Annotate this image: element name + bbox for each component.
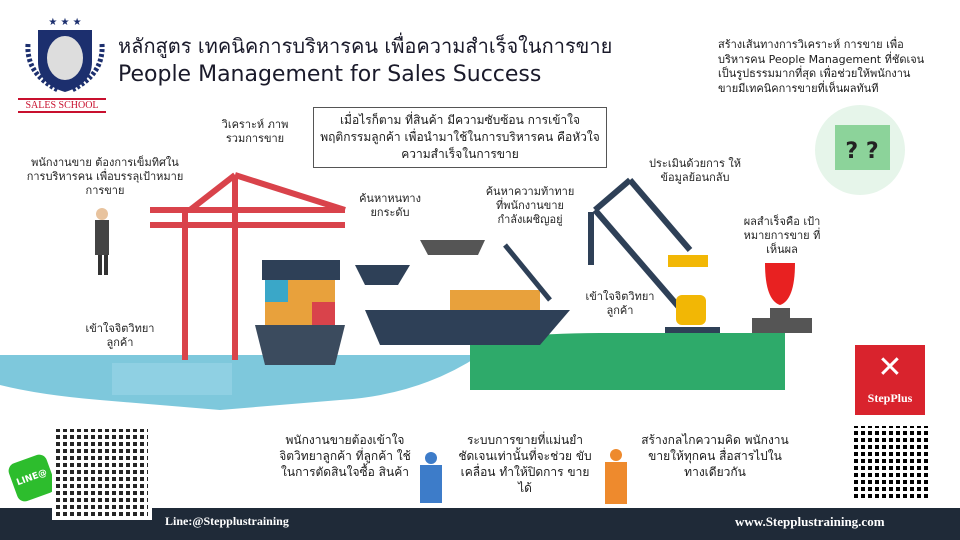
orange-person-icon [605,449,627,504]
label-analyze: วิเคราะห์ ภาพรวมการขาย [221,118,289,145]
label-understand-left: เข้าใจจิตวิทยา ลูกค้า [85,322,155,349]
website-qr-code[interactable] [850,422,932,502]
title-thai: หลักสูตร เทคนิคการบริหารคน เพื่อความสำเร… [118,34,613,58]
footer-line-id[interactable]: Line:@Stepplustraining [165,514,289,528]
red-crane-icon [150,172,346,360]
stepplus-figure-icon: ✕ [877,350,903,385]
label-find-way: ค้นหาหนทาง ยกระดับ [359,192,421,219]
key-message-box: เมื่อไรก็ตาม ที่สินค้า มีความซับซ้อน การ… [313,107,607,168]
sales-school-logo: ★ ★ ★ SALES SCHOOL [18,14,112,113]
intro-text: สร้างเส้นทางการวิเคราะห์ การขาย เพื่อบริ… [718,38,925,95]
land [470,333,785,390]
stepplus-text: StepPlus [867,391,913,405]
svg-text:? ?: ? ? [845,139,878,164]
bottom-point-3: สร้างกลไกความคิด พนักงานขายให้ทุกคน สื่อ… [641,433,789,479]
water [0,355,480,410]
label-understand-right: เข้าใจจิตวิทยา ลูกค้า [585,290,655,317]
small-ship-icon [355,265,410,285]
cruise-ship-icon [420,240,485,255]
bottom-point-2: ระบบการขายที่แม่นยำ ชัดเจนเท่านั้นที่จะช… [458,433,592,495]
line-qr-code[interactable] [52,425,152,520]
stepplus-logo: ✕ StepPlus [855,345,925,415]
container-ship-icon [255,260,345,365]
logo-text: SALES SCHOOL [18,98,106,113]
navy-crane-icon [588,177,720,333]
pier [112,363,232,395]
title-english: People Management for Sales Success [118,62,542,87]
svg-text:★ ★ ★: ★ ★ ★ [48,17,81,28]
cargo-ship-icon [365,290,570,345]
label-evaluate: ประเมินด้วยการ ให้ข้อมูลย้อนกลับ [649,157,741,184]
label-challenge: ค้นหาความท้าทาย ที่พนักงานขาย กำลังเผชิญ… [485,185,575,226]
bottom-point-1: พนักงานขายต้องเข้าใจ จิตวิทยาลูกค้า ที่ล… [279,433,411,479]
footer-bar [0,508,960,540]
businessman-icon [95,208,109,275]
label-success: ผลสำเร็จคือ เป้าหมายการขาย ที่เห็นผล [743,215,821,256]
trophy-icon [752,263,812,333]
blue-person-icon [420,452,442,503]
label-salesperson: พนักงานขาย ต้องการเข็มทิศในการบริหารคน เ… [26,156,184,197]
footer-website-link[interactable]: www.Stepplustraining.com [735,514,885,529]
small-crane-icon [503,243,552,302]
